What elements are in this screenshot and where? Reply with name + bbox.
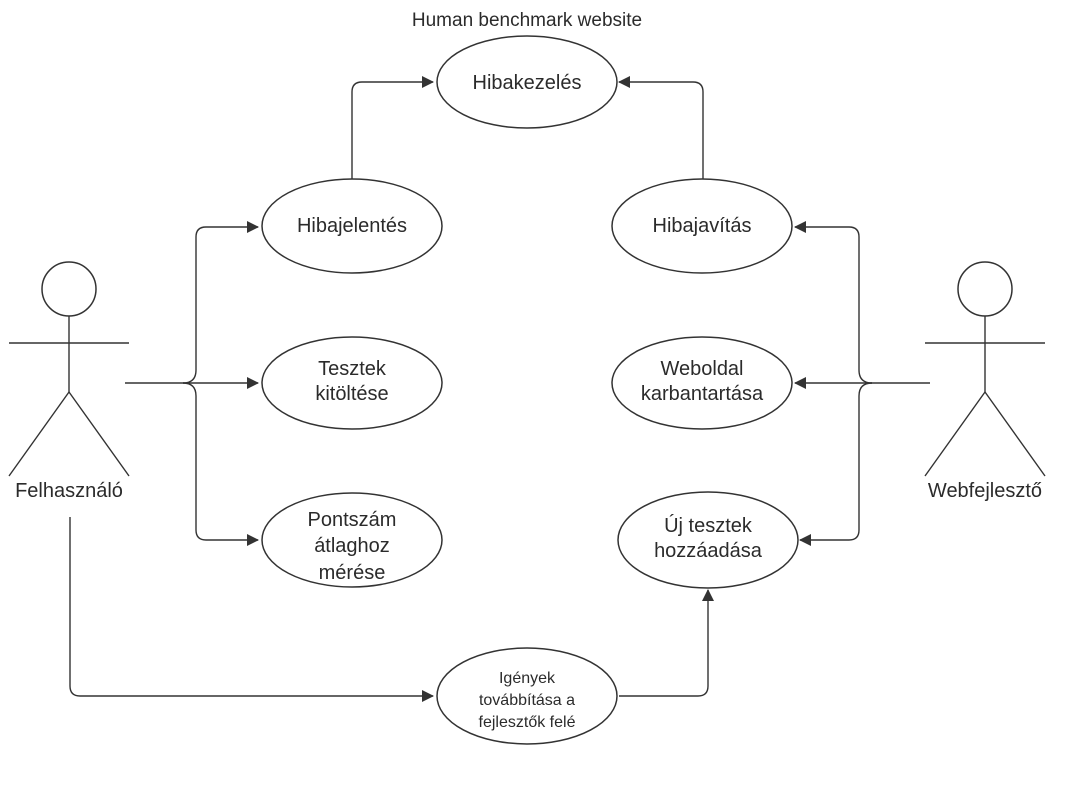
- use-case-label-line: Igények: [499, 670, 556, 687]
- connector-fix-to-handling: [618, 76, 704, 180]
- connector-developer-to-fix: [794, 221, 873, 384]
- use-case-error-report: Hibajelentés: [261, 178, 443, 274]
- connector-report-to-handling: [351, 76, 434, 180]
- use-case-label-line: karbantartása: [641, 383, 764, 405]
- actor-label: Webfejlesztő: [928, 480, 1042, 502]
- use-case-error-fix: Hibajavítás: [611, 178, 793, 274]
- use-case-label-line: fejlesztők felé: [479, 714, 576, 731]
- actor-user: Felhasználó: [8, 261, 130, 502]
- use-case-new-tests: Új tesztek hozzáadása: [617, 491, 799, 589]
- actor-developer: Webfejlesztő: [924, 261, 1046, 502]
- use-case-label-line: Új tesztek: [664, 514, 753, 537]
- use-case-label: Hibajavítás: [653, 215, 752, 237]
- use-case-label-line: mérése: [319, 562, 386, 584]
- connectors: [69, 76, 930, 702]
- use-case-forward-requests: Igények továbbítása a fejlesztők felé: [436, 647, 618, 745]
- actor-label: Felhasználó: [15, 480, 123, 502]
- stick-figure-icon: [924, 261, 1046, 477]
- use-case-label: Hibakezelés: [473, 72, 582, 94]
- use-case-fill-tests: Tesztek kitöltése: [261, 336, 443, 430]
- stick-figure-icon: [8, 261, 130, 477]
- use-case-label-line: Pontszám: [308, 509, 397, 531]
- connector-requests-to-new-tests: [619, 589, 714, 697]
- use-case-label-line: hozzáadása: [654, 540, 763, 562]
- use-case-score-average: Pontszám átlaghoz mérése: [261, 492, 443, 588]
- use-case-site-maintenance: Weboldal karbantartása: [611, 336, 793, 430]
- use-case-label-line: Tesztek: [318, 358, 387, 380]
- use-case-label-line: továbbítása a: [479, 692, 575, 709]
- connector-developer-to-new-tests: [799, 382, 873, 546]
- use-case-label-line: kitöltése: [315, 383, 388, 405]
- use-case-label-line: Weboldal: [660, 358, 743, 380]
- use-case-label: Hibajelentés: [297, 215, 407, 237]
- connector-user-to-report: [182, 221, 259, 384]
- connector-user-to-requests: [69, 517, 434, 702]
- use-case-label-line: átlaghoz: [314, 535, 390, 557]
- use-case-error-handling: Hibakezelés: [436, 35, 618, 129]
- diagram-title: Human benchmark website: [412, 10, 642, 31]
- connector-user-to-score: [182, 382, 259, 546]
